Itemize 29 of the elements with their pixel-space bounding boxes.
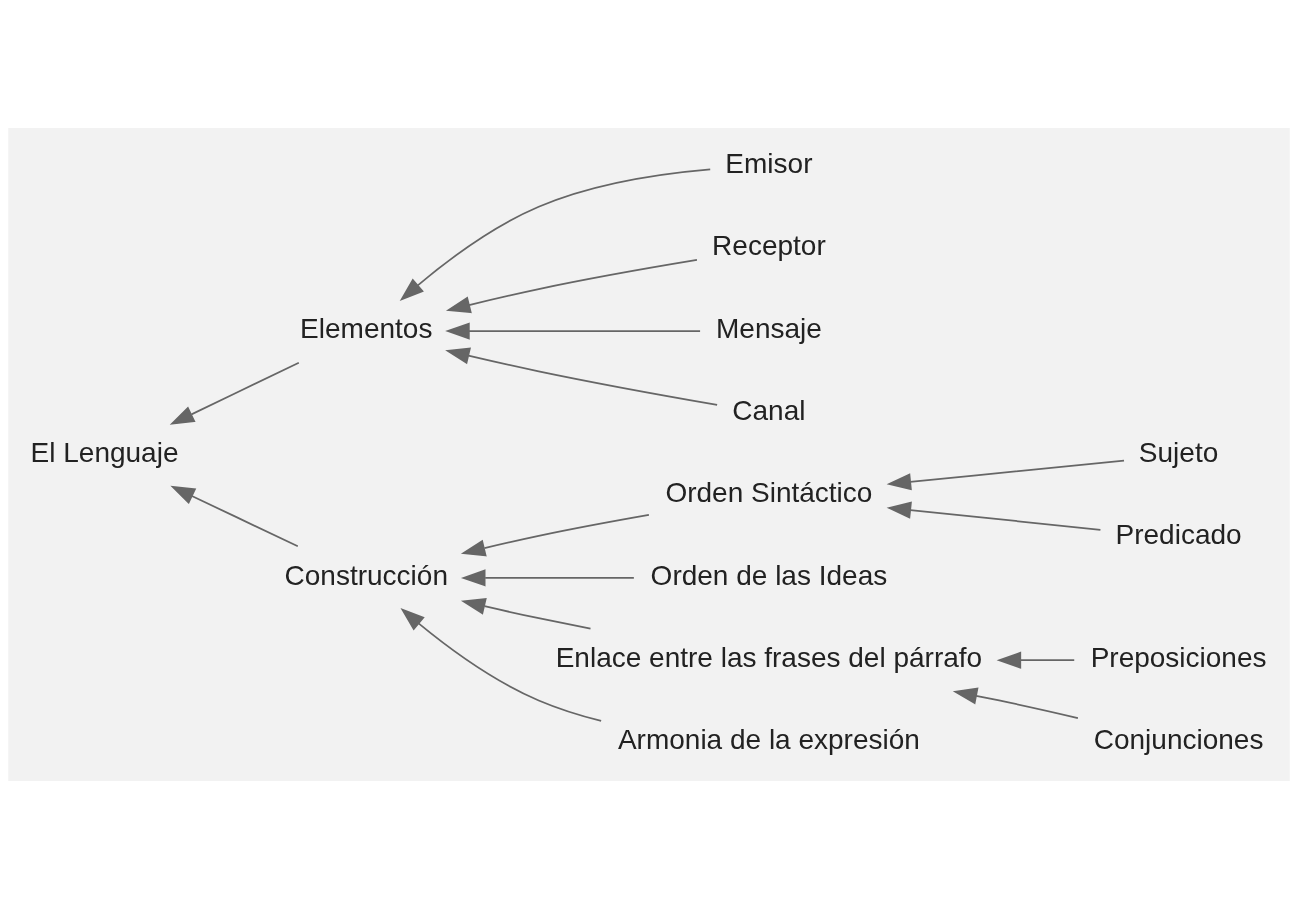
node-text: Elementos: [300, 312, 433, 344]
arrow: [460, 597, 592, 630]
arrow: [400, 608, 602, 722]
arrow: [170, 485, 299, 548]
arrow: [886, 501, 1102, 531]
arrow: [460, 569, 635, 587]
arrow: [445, 259, 698, 314]
node-text: Construcción: [284, 559, 448, 591]
arrow: [445, 347, 718, 406]
arrow: [952, 687, 1079, 719]
node-text: Emisor: [725, 148, 813, 180]
node-text: Armonia de la expresión: [617, 724, 920, 756]
arrow: [886, 459, 1125, 491]
node-text: Canal: [732, 395, 806, 427]
node-text: El Lenguaje: [30, 437, 179, 469]
arrow: [399, 168, 712, 301]
arrow: [445, 322, 701, 340]
node-text: Preposiciones: [1090, 641, 1267, 673]
node-text: Orden Sintáctico: [665, 477, 873, 509]
node-text: Mensaje: [716, 312, 822, 344]
arrow: [460, 514, 650, 557]
node-text: Sujeto: [1138, 437, 1219, 469]
arrow: [996, 651, 1076, 669]
node-text: Enlace entre las frases del párrafo: [555, 641, 983, 673]
node-text: Conjunciones: [1093, 724, 1264, 756]
node-text: Orden de las Ideas: [650, 559, 888, 591]
node-text: Predicado: [1115, 519, 1242, 551]
arrow: [169, 361, 300, 425]
node-text: Receptor: [712, 230, 826, 262]
